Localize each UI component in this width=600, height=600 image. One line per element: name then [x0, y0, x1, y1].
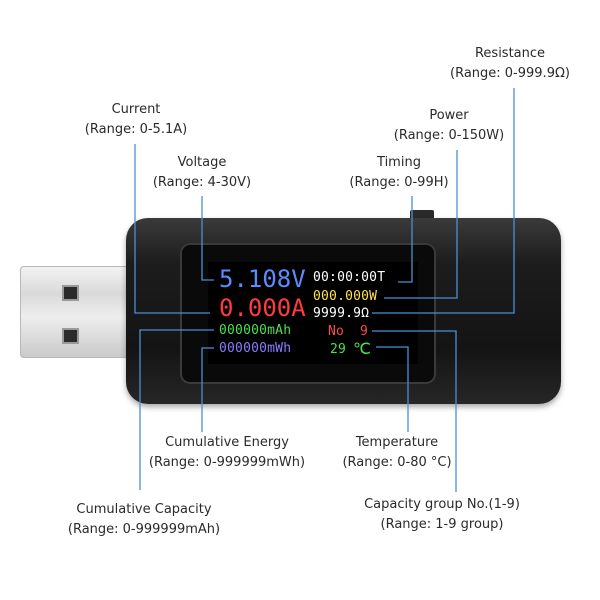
label-capacity: Cumulative Capacity (Range: 0-999999mAh): [56, 500, 232, 540]
label-timing: Timing (Range: 0-99H): [338, 153, 460, 193]
usb-plug-hole: [62, 328, 79, 344]
label-voltage: Voltage (Range: 4-30V): [140, 153, 264, 193]
resistance-readout: 9999.9Ω: [313, 306, 370, 321]
label-group-range: (Range: 1-9 group): [380, 517, 504, 532]
label-current-range: (Range: 0-5.1A): [84, 122, 188, 137]
usb-plug-hole: [62, 285, 79, 301]
label-temperature-range: (Range: 0-80 °C): [342, 455, 452, 470]
label-power-range: (Range: 0-150W): [393, 128, 505, 143]
label-energy-range: (Range: 0-999999mWh): [148, 455, 306, 470]
current-readout: 0.000A: [219, 294, 306, 322]
label-current: Current (Range: 0-5.1A): [80, 100, 192, 140]
capacity-readout: 000000mAh: [219, 323, 292, 338]
capacity-leader: [139, 329, 214, 490]
power-readout: 000.000W: [313, 289, 378, 304]
label-capacity-name: Cumulative Capacity: [76, 502, 212, 517]
label-group: Capacity group No.(1-9) (Range: 1-9 grou…: [360, 495, 524, 535]
resistance-leader: [372, 88, 515, 314]
power-leader: [384, 150, 458, 299]
usb-plug: [20, 266, 140, 358]
temperature-unit: ℃: [353, 339, 372, 358]
voltage-leader: [201, 196, 214, 281]
energy-readout: 000000mWh: [219, 341, 292, 356]
group-no-value: 9: [360, 324, 369, 339]
label-energy-name: Cumulative Energy: [165, 435, 289, 450]
label-capacity-range: (Range: 0-999999mAh): [67, 522, 221, 537]
label-temperature: Temperature (Range: 0-80 °C): [334, 433, 460, 473]
label-current-name: Current: [111, 102, 161, 117]
label-resistance-name: Resistance: [474, 46, 546, 61]
timing-readout: 00:00:00T: [313, 270, 386, 285]
voltage-readout: 5.108V: [219, 265, 306, 293]
label-energy: Cumulative Energy (Range: 0-999999mWh): [136, 433, 318, 473]
label-group-name: Capacity group No.(1-9): [364, 497, 520, 512]
temperature-value: 29: [330, 342, 347, 357]
device-side-button: [410, 210, 434, 220]
label-resistance: Resistance (Range: 0-999.9Ω): [436, 44, 584, 84]
temperature-leader: [376, 346, 409, 432]
energy-leader: [201, 347, 214, 432]
label-voltage-name: Voltage: [177, 155, 227, 170]
label-resistance-range: (Range: 0-999.9Ω): [450, 66, 570, 81]
group-leader: [372, 330, 457, 492]
label-timing-range: (Range: 0-99H): [349, 175, 449, 190]
label-timing-name: Timing: [377, 155, 421, 170]
timing-leader: [398, 196, 413, 283]
label-power: Power (Range: 0-150W): [383, 106, 515, 146]
current-leader: [134, 144, 210, 314]
label-temperature-name: Temperature: [355, 435, 439, 450]
label-power-name: Power: [429, 108, 469, 123]
group-no-label: No: [328, 324, 345, 339]
label-voltage-range: (Range: 4-30V): [152, 175, 252, 190]
